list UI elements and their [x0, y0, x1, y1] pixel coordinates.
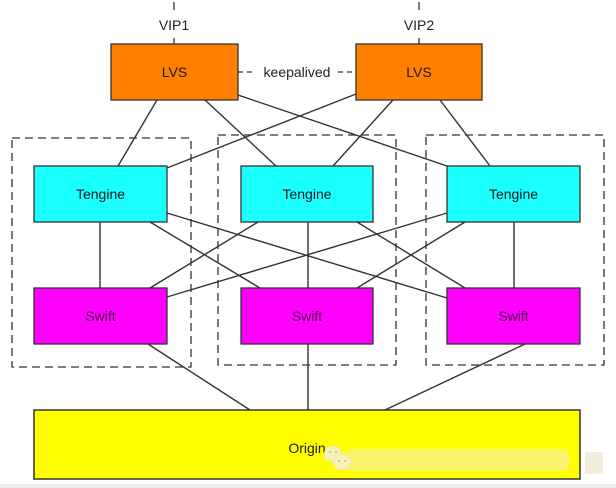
keepalived-label: keepalived [264, 64, 331, 80]
edge-tengine3-swift2 [356, 221, 466, 289]
edge-swift3-origin [384, 343, 526, 411]
origin-label: Origin [288, 440, 325, 456]
group-container-1 [11, 137, 192, 368]
edge-lvs2-tengine3 [439, 99, 491, 167]
vip1-label: VIP1 [159, 17, 190, 33]
swift-node-3[interactable]: Swift [446, 287, 581, 345]
edges [99, 93, 526, 411]
tengine-label-1: Tengine [76, 186, 125, 202]
edge-lvs2-tengine2 [332, 99, 394, 167]
lvs-label-2: LVS [406, 64, 431, 80]
tengine-box-3 [446, 165, 581, 223]
tengine-node-2[interactable]: Tengine [240, 165, 374, 223]
edge-lvs1-tengine1 [117, 99, 158, 167]
lvs-box-2 [355, 43, 483, 101]
watermark-text-blur [345, 449, 570, 471]
lvs-node-2[interactable]: LVS [355, 43, 483, 101]
swift-label-1: Swift [85, 308, 115, 324]
edge-swift1-origin [147, 343, 251, 411]
edge-tengine2-swift1 [149, 221, 259, 289]
wechat-icon [323, 445, 352, 471]
edge-lvs2-tengine1 [166, 93, 357, 169]
swift-box-3 [446, 287, 581, 345]
lvs-label-1: LVS [162, 64, 187, 80]
edge-lvs1-tengine3 [237, 94, 448, 167]
swift-box-2 [240, 287, 374, 345]
tengine-label-2: Tengine [282, 186, 331, 202]
tengine-box-1 [33, 165, 168, 223]
node-groups [11, 134, 605, 368]
watermark [323, 445, 603, 474]
swift-label-3: Swift [498, 308, 528, 324]
bottom-strip [0, 484, 616, 488]
swift-node-1[interactable]: Swift [33, 287, 168, 345]
tengine-node-3[interactable]: Tengine [446, 165, 581, 223]
swift-label-2: Swift [292, 308, 322, 324]
tengine-label-3: Tengine [489, 186, 538, 202]
vip2-label: VIP2 [404, 17, 435, 33]
edge-tengine3-swift1 [166, 212, 448, 298]
swift-box-1 [33, 287, 168, 345]
group-container-2 [217, 134, 397, 366]
lvs-node-1[interactable]: LVS [110, 43, 239, 101]
tengine-node-1[interactable]: Tengine [33, 165, 168, 223]
group-container-3 [425, 134, 605, 366]
edge-lvs1-tengine2 [204, 99, 277, 167]
swift-node-2[interactable]: Swift [240, 287, 374, 345]
lvs-box-1 [110, 43, 239, 101]
watermark-edge [585, 452, 603, 474]
tengine-box-2 [240, 165, 374, 223]
